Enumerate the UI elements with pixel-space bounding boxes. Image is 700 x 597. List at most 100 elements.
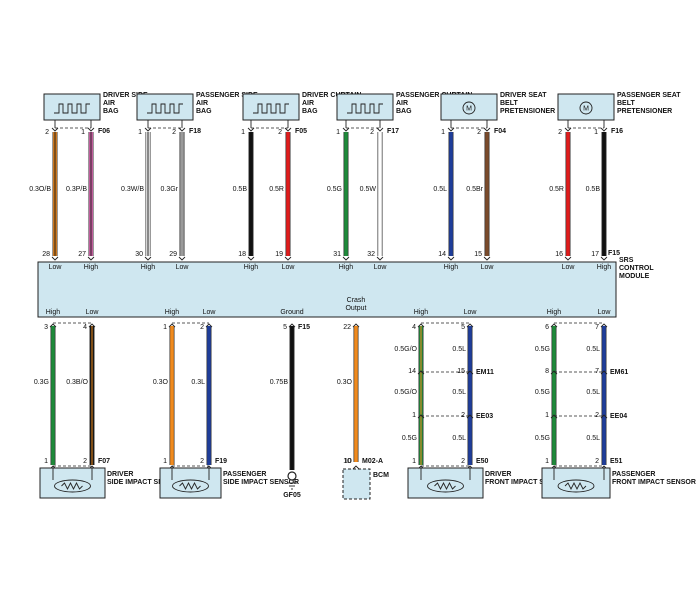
pin-number: 1: [336, 129, 340, 136]
top-component: PASSENGER SIDEAIRBAGF1810.3W/B30High20.3…: [121, 92, 258, 271]
connector-label: F17: [387, 128, 399, 135]
top-component: DRIVER CURTAINAIRBAGF0510.5B18High20.5R1…: [233, 92, 362, 271]
pin-number: 2: [477, 129, 481, 136]
wire-color-code: 0.5R: [549, 186, 564, 193]
pin-number: 2: [595, 412, 599, 419]
component-name: SIDE IMPACT SENSOR: [107, 479, 183, 486]
component-name: FRONT IMPACT SENSOR: [612, 479, 696, 486]
wire-color-code: 0.3P/B: [66, 186, 87, 193]
pin-number: 1: [138, 129, 142, 136]
module-pin-label: High: [339, 264, 354, 271]
connector-label: F04: [494, 128, 506, 135]
pin-number: 2: [461, 458, 465, 465]
pin-chevron: [600, 127, 608, 132]
pin-number: 1: [545, 412, 549, 419]
pin-number: 1: [44, 458, 48, 465]
wire-color-code: 0.5L: [586, 389, 600, 396]
component-name: BAG: [396, 108, 412, 115]
pin-chevron: [342, 256, 350, 261]
pin-number: 15: [474, 251, 482, 258]
pin-number: 17: [591, 251, 599, 258]
pin-chevron: [51, 256, 59, 261]
pin-number: 15: [457, 368, 465, 375]
impact-sensor-icon: [557, 479, 595, 493]
component-name: BCM: [373, 472, 389, 479]
pin-number: 28: [42, 251, 50, 258]
connector-label: F15: [298, 324, 310, 331]
component-name: PASSENGER SIDE: [196, 92, 258, 99]
sensor-box: [159, 467, 222, 499]
module-pin-label: Low: [282, 264, 296, 271]
pin-number: 5: [283, 324, 287, 331]
wire-color-code: 0.5W: [360, 186, 377, 193]
wire-color-code: 0.3O: [337, 379, 353, 386]
module-pin-label: Low: [481, 264, 495, 271]
wire-color-code: 0.5G: [535, 435, 550, 442]
component-name: FRONT IMPACT SENSOR: [485, 479, 569, 486]
pin-number: 10: [344, 458, 352, 465]
pin-chevron: [352, 465, 360, 470]
wire-color-code: 0.5G: [402, 435, 417, 442]
component-name: SIDE IMPACT SENSOR: [223, 479, 299, 486]
pin-number: 1: [412, 412, 416, 419]
impact-sensor-icon: [54, 479, 91, 493]
component-name: BAG: [103, 108, 119, 115]
component-name: PRETENSIONER: [617, 108, 672, 115]
module-pin-label: Ground: [280, 309, 303, 316]
pin-number: 2: [200, 458, 204, 465]
lead: [420, 468, 471, 480]
airbag-squib-icon: [253, 103, 289, 114]
pin-number: 31: [333, 251, 341, 258]
pin-chevron: [483, 256, 491, 261]
module-pin-label: High: [414, 309, 429, 316]
module-box: [37, 261, 617, 318]
pin-chevron: [417, 370, 425, 375]
pin-number: 1: [81, 129, 85, 136]
airbag-box: [136, 93, 194, 121]
connector-label: EE04: [610, 413, 627, 420]
wire-color-code: 0.5B: [586, 186, 601, 193]
top-component: DRIVER SIDEAIRBAGF0620.3O/B28Low10.3P/B2…: [29, 92, 148, 271]
resistor-icon: [61, 481, 83, 491]
pin-number: 2: [370, 129, 374, 136]
pin-chevron: [87, 256, 95, 261]
pin-chevron: [87, 127, 95, 132]
wire-color-code: 0.5L: [452, 346, 466, 353]
airbag-squib-icon: [54, 103, 90, 114]
connector-label: EM11: [476, 369, 494, 376]
pin-number: 4: [412, 324, 416, 331]
wire-color-code: 0.5G/O: [394, 389, 417, 396]
pin-chevron: [447, 256, 455, 261]
pin-chevron: [284, 127, 292, 132]
wire-color-code: 0.3L: [191, 379, 205, 386]
wire-color-code: 0.5R: [269, 186, 284, 193]
connector-label: E51: [610, 458, 623, 465]
resistor-icon: [564, 481, 587, 491]
module-title: SRS: [619, 257, 634, 264]
module-pin-label: Low: [598, 309, 612, 316]
pin-number: 22: [343, 324, 351, 331]
component-name: BAG: [302, 108, 318, 115]
wire-color-code: 0.5L: [433, 186, 447, 193]
pin-number: 30: [135, 251, 143, 258]
sensor-box: [407, 467, 484, 499]
module-pin-label: Low: [464, 309, 478, 316]
pin-number: 3: [44, 324, 48, 331]
connector-label: M02-A: [362, 458, 383, 465]
pin-number: 2: [558, 129, 562, 136]
module-title: MODULE: [619, 273, 650, 280]
impact-sensor-icon: [427, 479, 464, 493]
airbag-squib-icon: [147, 103, 183, 114]
connector-label: F16: [611, 128, 623, 135]
connector-label: EE03: [476, 413, 493, 420]
wire-color-code: 0.3G: [34, 379, 49, 386]
pin-number: 7: [595, 324, 599, 331]
pin-number: 2: [278, 129, 282, 136]
pin-chevron: [51, 127, 59, 132]
module-pin-label: High: [547, 309, 562, 316]
